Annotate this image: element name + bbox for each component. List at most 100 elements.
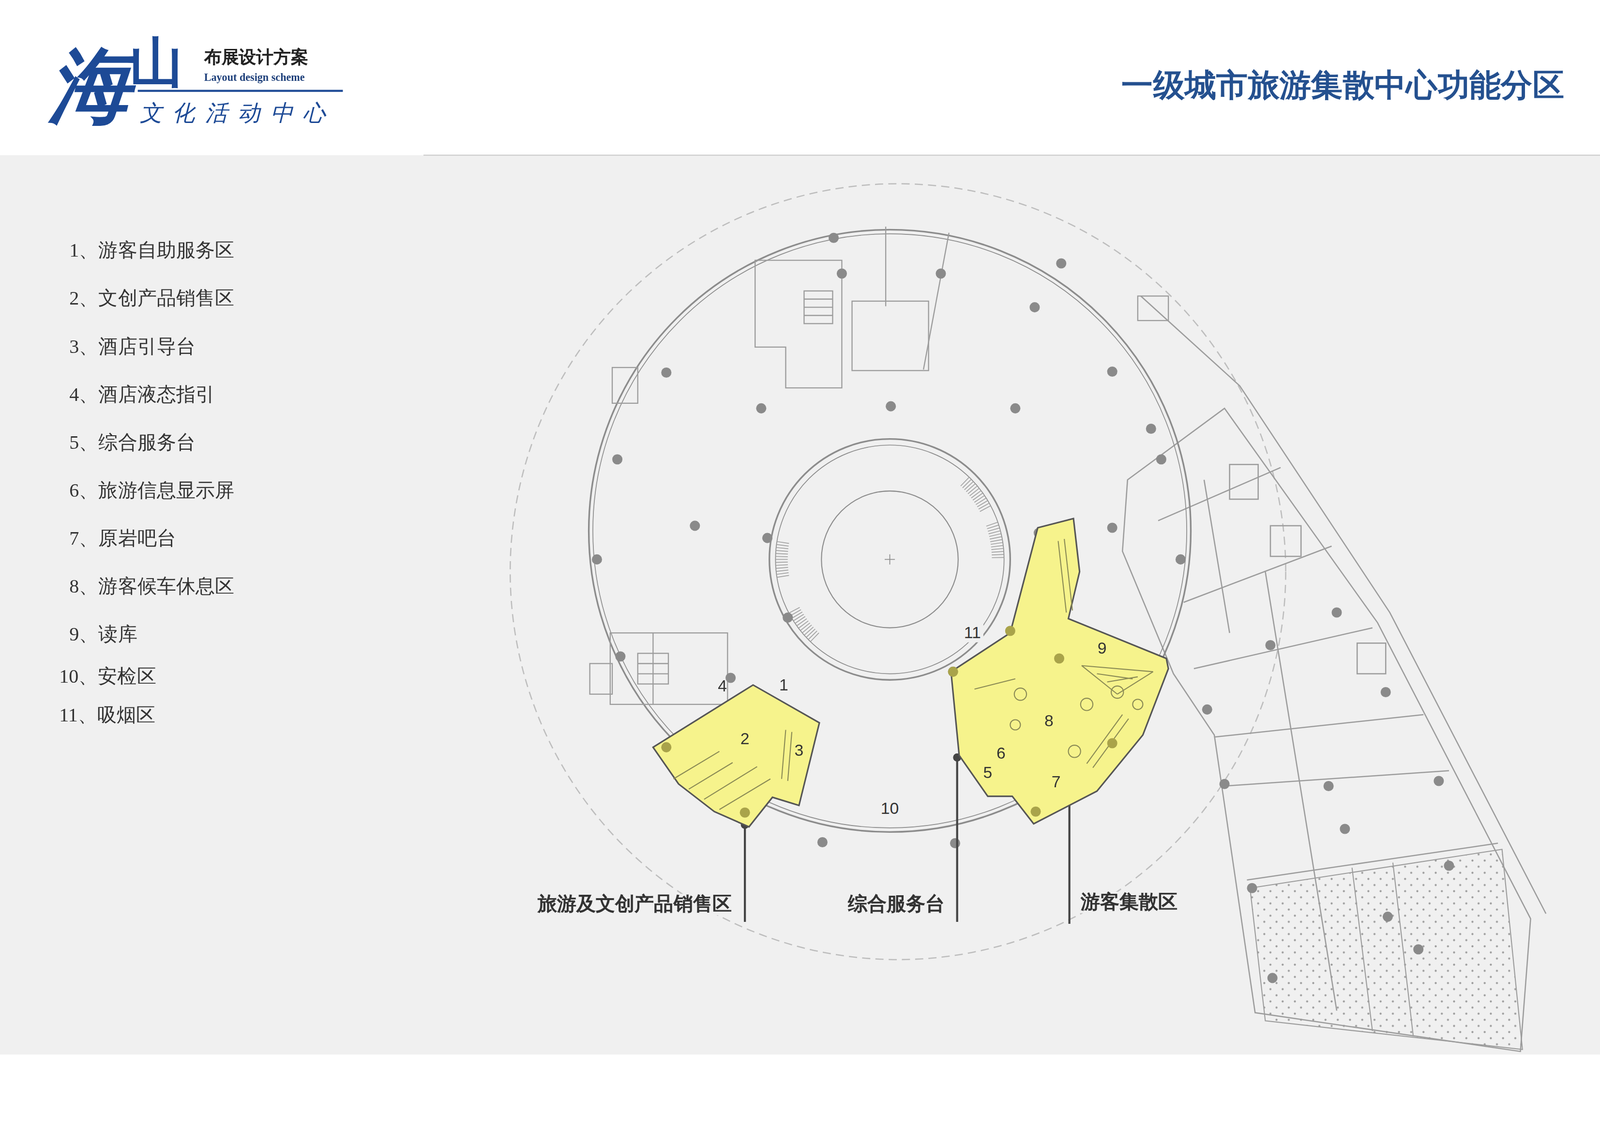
column-dot: [762, 532, 773, 544]
stair-tread: [798, 620, 809, 628]
stair-tread: [989, 533, 1002, 537]
column-dot: [782, 612, 793, 623]
stair-tread: [962, 479, 972, 488]
column-dot: [1433, 775, 1444, 786]
column-dot: [739, 807, 751, 818]
key-item: 1、游客自助服务区: [69, 240, 235, 262]
logo-subtitle: 布展设计方案: [204, 48, 309, 68]
column-grid: [591, 232, 1455, 983]
column-dot: [591, 554, 603, 565]
stair-tread: [775, 567, 788, 569]
column-dot: [612, 453, 623, 465]
column-dot: [661, 367, 672, 378]
column-dot: [1146, 423, 1157, 434]
stair-tread: [991, 554, 1004, 555]
stair-tread: [980, 505, 991, 512]
page-title: 一级城市旅游集散中心功能分区: [1121, 67, 1565, 103]
key-item: 4、酒店液态指引: [69, 384, 215, 406]
furniture-line: [1081, 665, 1154, 672]
zone-region: 56789: [943, 510, 1174, 832]
column-dot: [1380, 686, 1391, 697]
table-symbol: [1014, 687, 1027, 700]
stair-tread: [991, 556, 1004, 558]
stair-tread: [775, 553, 788, 554]
callout-number: 2: [740, 729, 750, 748]
stair-tread: [964, 481, 974, 490]
stair-tread: [776, 544, 789, 546]
plaza-hatch: [1250, 848, 1523, 1049]
callout-number: 4: [717, 676, 727, 695]
column-dot: [948, 666, 959, 677]
column-dot: [1202, 704, 1213, 715]
stair-tread: [977, 500, 988, 507]
column-dot: [615, 650, 626, 662]
stair-tread: [776, 547, 789, 549]
wing-building: [1122, 295, 1546, 1051]
column-dot: [1030, 806, 1042, 817]
column-dot: [1010, 403, 1021, 414]
stair-tread: [971, 490, 982, 498]
column-dot: [817, 836, 828, 847]
column-dot: [689, 520, 700, 531]
stair-tread: [788, 606, 800, 613]
column-dot: [1056, 257, 1067, 269]
column-dot: [948, 666, 959, 677]
stair-tread: [960, 477, 970, 486]
stair-tread: [990, 542, 1003, 545]
column-dot: [1267, 972, 1278, 983]
key-item: 9、读库: [69, 623, 137, 646]
column-dot: [1156, 453, 1167, 465]
key-item: 11、吸烟区: [59, 704, 156, 726]
furniture-line: [1064, 538, 1073, 611]
stair-tread: [802, 624, 812, 633]
stair-tread: [988, 530, 1001, 534]
ground-band: [0, 154, 1600, 1055]
logo-name: 文化活动中心: [139, 101, 336, 126]
furniture-line: [1057, 540, 1067, 613]
stair-tread: [776, 569, 789, 572]
table-symbol: [1068, 744, 1081, 757]
stair-tread: [775, 564, 788, 565]
column-dot: [1005, 625, 1016, 636]
callout-number: 8: [1044, 711, 1054, 730]
column-dot: [1339, 823, 1350, 834]
column-dot: [1331, 607, 1342, 618]
stair-tread: [775, 550, 788, 552]
column-dot: [950, 837, 961, 848]
zone-region: 1234: [642, 668, 832, 837]
column-dot: [1413, 943, 1424, 954]
stair-tread: [804, 626, 814, 635]
table-symbol: [1132, 698, 1143, 710]
logo-subtitle-en: Layout design scheme: [204, 71, 305, 84]
stair-tread: [975, 498, 986, 505]
column-dot: [1107, 737, 1118, 748]
furniture-line: [1092, 718, 1129, 768]
column-dot: [1246, 882, 1257, 893]
column-dot: [836, 268, 847, 279]
furniture-line: [704, 766, 758, 799]
stair-tread: [806, 628, 816, 637]
stair-tread: [776, 572, 789, 574]
header-rule: [423, 154, 1600, 156]
column-dot: [1029, 301, 1040, 313]
stair-tread: [991, 545, 1004, 547]
furniture-line: [974, 678, 1016, 689]
furniture-line: [719, 778, 770, 810]
stair-tread: [969, 487, 980, 496]
key-item: 2、文创产品销售区: [69, 288, 235, 310]
column-dot: [1265, 639, 1276, 650]
column-dot: [828, 232, 839, 243]
column-dot: [1030, 806, 1042, 817]
furniture-line: [1117, 671, 1154, 694]
furniture-line: [787, 731, 792, 781]
stair-tread: [966, 483, 976, 492]
zone-callout: 旅游及文创产品销售区: [535, 893, 734, 915]
key-item: 5、综合服务台: [69, 432, 196, 454]
column-dot: [661, 741, 672, 753]
column-dot: [661, 741, 672, 753]
stair-tread: [808, 630, 817, 640]
site-boundary: [510, 183, 1286, 960]
stair-tread: [776, 574, 789, 577]
plaza-divider: [1392, 862, 1414, 1036]
